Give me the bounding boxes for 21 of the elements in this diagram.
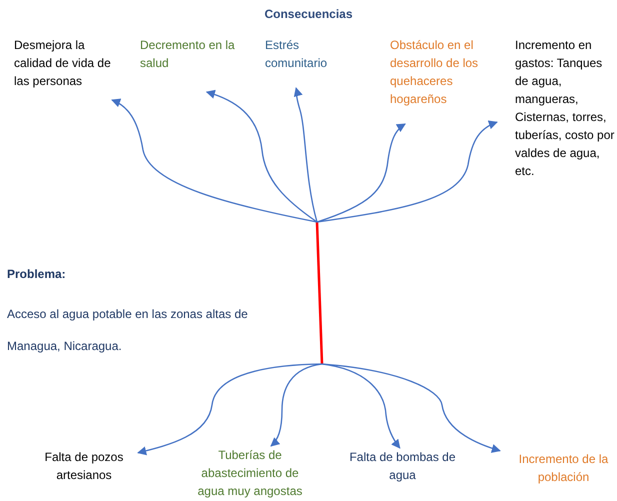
arrow	[322, 363, 400, 449]
cause-effect-text: Incremento en gastos: Tanques de agua, mangueras, Cisternas, torres, tuberías, costo por valdes de agua, etc.	[515, 37, 616, 180]
arrow	[294, 87, 318, 222]
cause-effect-text: Obstáculo en el desarrollo de los quehaceres hogareños	[390, 37, 480, 108]
arrow	[206, 90, 318, 223]
heading: Consecuencias	[263, 7, 354, 21]
cause-effect-text: Estrés comunitario	[265, 37, 328, 72]
arrow	[316, 120, 498, 223]
cause-effect-text: Desmejora la calidad de vida de las personas	[14, 37, 112, 90]
arrow	[270, 363, 322, 447]
arrow	[111, 99, 318, 223]
cause-effect-text: Falta de pozos artesianos	[44, 449, 124, 484]
arrow	[316, 123, 406, 223]
section-heading: Problema:	[7, 266, 67, 282]
problem-statement: Acceso al agua potable en las zonas altas de Managua, Nicaragua.	[7, 306, 249, 355]
arrow	[322, 363, 501, 453]
cause-effect-text: Decremento en la salud	[140, 37, 236, 72]
cause-effect-text: Falta de bombas de agua	[348, 449, 457, 484]
cause-effect-text: Tuberías de abastecimiento de agua muy angostas	[196, 447, 304, 500]
arrow	[137, 363, 322, 456]
cause-effect-text: Incremento de la población	[518, 451, 610, 486]
